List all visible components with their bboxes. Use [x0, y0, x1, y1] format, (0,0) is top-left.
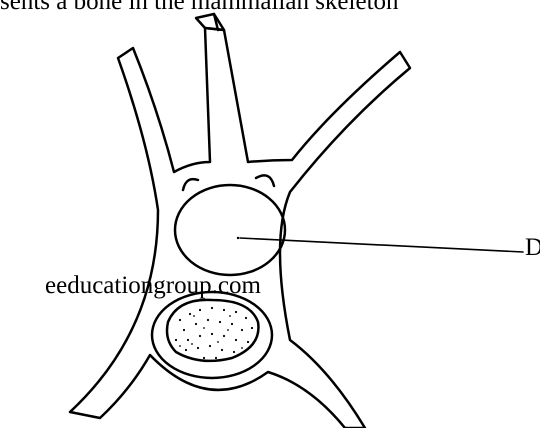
centrum-spongy [167, 300, 258, 361]
neural-canal [175, 185, 285, 275]
watermark-text: eeducationgroup.com [45, 272, 261, 300]
spine-cap [196, 14, 224, 30]
spongy-dots [175, 307, 253, 359]
caption-text: sents a bone in the mammalian skeleton [0, 0, 399, 16]
arch-curl-right [256, 175, 274, 186]
canal-mark [237, 237, 239, 239]
arch-curl-left [183, 179, 198, 190]
label-d: D [525, 234, 540, 262]
bone-outline [70, 28, 410, 428]
